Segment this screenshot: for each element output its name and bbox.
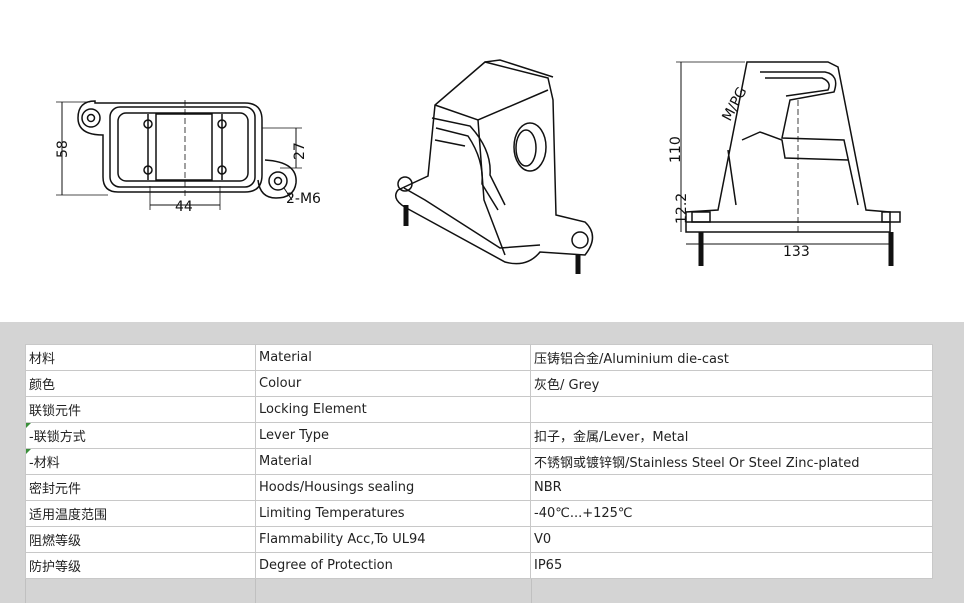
row-label-en: Material: [255, 448, 531, 475]
table-row: 联锁元件 Locking Element: [25, 396, 933, 423]
row-label-en: Flammability Acc,To UL94: [255, 526, 531, 553]
spec-table: 材料 Material 压铸铝合金/Aluminium die-cast 颜色 …: [25, 344, 933, 579]
row-label-zh: 阻燃等级: [25, 526, 256, 553]
row-value: 压铸铝合金/Aluminium die-cast: [530, 344, 933, 371]
front-view-drawing: [56, 100, 302, 210]
row-label-en: Colour: [255, 370, 531, 397]
row-label-zh: 颜色: [25, 370, 256, 397]
row-label-zh: -材料: [25, 448, 256, 475]
row-label-en: Locking Element: [255, 396, 531, 423]
side-view-drawing: [676, 61, 901, 266]
dim-screw-2-m6: 2-M6: [286, 191, 321, 207]
technical-drawings: 58 44 27 2-M6: [55, 59, 901, 274]
column-divider: [25, 579, 26, 603]
row-label-zh: 联锁元件: [25, 396, 256, 423]
column-divider: [531, 579, 532, 603]
row-label-en: Degree of Protection: [255, 552, 531, 579]
table-row: 适用温度范围 Limiting Temperatures -40℃...+125…: [25, 500, 933, 527]
dim-thread-m-pg: M/PG: [719, 84, 750, 123]
row-value: NBR: [530, 474, 933, 501]
spec-section: 材料 Material 压铸铝合金/Aluminium die-cast 颜色 …: [0, 322, 964, 603]
isometric-view-drawing: [395, 59, 594, 274]
row-label-en: Hoods/Housings sealing: [255, 474, 531, 501]
row-label-en: Limiting Temperatures: [255, 500, 531, 527]
row-label-zh: -联锁方式: [25, 422, 256, 449]
dim-height-110: 110: [668, 136, 684, 163]
row-value: 灰色/ Grey: [530, 370, 933, 397]
table-continuation: [25, 579, 933, 603]
row-label-en: Lever Type: [255, 422, 531, 449]
row-label-zh: 材料: [25, 344, 256, 371]
row-value: -40℃...+125℃: [530, 500, 933, 527]
dim-hole-spacing-27: 27: [292, 142, 308, 160]
row-value: [530, 396, 933, 423]
row-label-zh: 防护等级: [25, 552, 256, 579]
drawings-svg: 58 44 27 2-M6: [55, 59, 901, 274]
dim-width-44: 44: [175, 199, 193, 215]
row-label-en: Material: [255, 344, 531, 371]
row-value: IP65: [530, 552, 933, 579]
table-row: 防护等级 Degree of Protection IP65: [25, 552, 933, 579]
row-value: 不锈钢或镀锌钢/Stainless Steel Or Steel Zinc-pl…: [530, 448, 933, 475]
column-divider: [255, 579, 256, 603]
table-row: -材料 Material 不锈钢或镀锌钢/Stainless Steel Or …: [25, 448, 933, 475]
row-label-zh: 适用温度范围: [25, 500, 256, 527]
row-label-zh: 密封元件: [25, 474, 256, 501]
table-row: 阻燃等级 Flammability Acc,To UL94 V0: [25, 526, 933, 553]
dim-base-12-2: 12.2: [674, 193, 690, 224]
row-value: 扣子，金属/Lever，Metal: [530, 422, 933, 449]
table-row: 颜色 Colour 灰色/ Grey: [25, 370, 933, 397]
table-row: -联锁方式 Lever Type 扣子，金属/Lever，Metal: [25, 422, 933, 449]
row-value: V0: [530, 526, 933, 553]
dim-height-58: 58: [55, 140, 71, 158]
dim-length-133: 133: [783, 244, 810, 260]
table-row: 密封元件 Hoods/Housings sealing NBR: [25, 474, 933, 501]
table-row: 材料 Material 压铸铝合金/Aluminium die-cast: [25, 344, 933, 371]
